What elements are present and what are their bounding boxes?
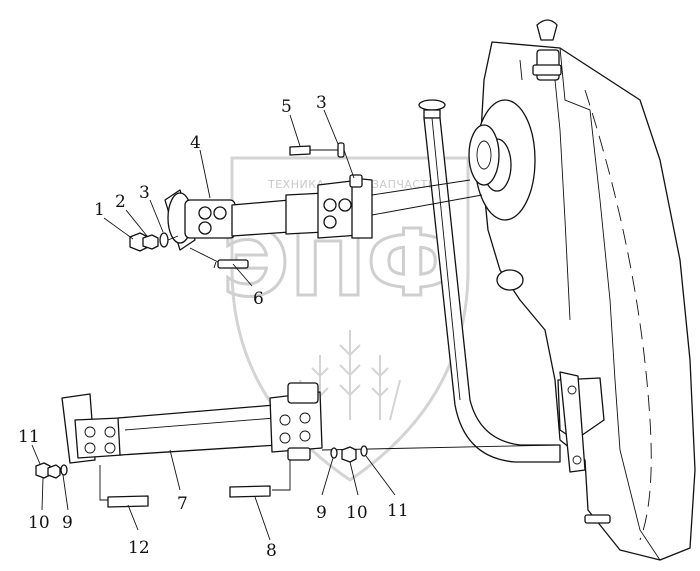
label-part-12: 12 [128, 538, 150, 558]
label-part-7: 7 [177, 494, 188, 514]
upper-fasteners [129, 232, 179, 252]
label-part-8: 8 [266, 541, 277, 561]
label-part-3-upper-right: 3 [316, 93, 327, 113]
upper-cardan-shaft [164, 142, 483, 269]
label-part-9-right: 9 [316, 503, 327, 523]
label-part-10-left: 10 [28, 513, 50, 533]
label-part-11-right: 11 [387, 501, 409, 521]
label-part-2: 2 [115, 192, 126, 212]
label-part-3-upper-left: 3 [139, 183, 150, 203]
leader-lines [31, 109, 396, 541]
label-part-4: 4 [190, 133, 201, 153]
lower-fasteners [35, 445, 368, 479]
filler-pipe [418, 99, 561, 463]
part-labels: 1 2 3 3 4 5 6 7 8 9 9 10 10 11 11 12 [18, 93, 409, 561]
label-part-10-right: 10 [346, 503, 368, 523]
watermark-text-right: ЗАПЧАСТИ [372, 178, 437, 191]
label-part-6: 6 [253, 289, 264, 309]
label-part-1: 1 [94, 200, 105, 220]
watermark-text-left: ТЕХНИКА [267, 178, 325, 191]
label-part-11-left: 11 [18, 427, 40, 447]
gear-housing [468, 19, 696, 561]
label-part-5: 5 [281, 97, 292, 117]
label-part-9-left: 9 [62, 513, 73, 533]
lower-cardan-shaft [61, 382, 561, 508]
